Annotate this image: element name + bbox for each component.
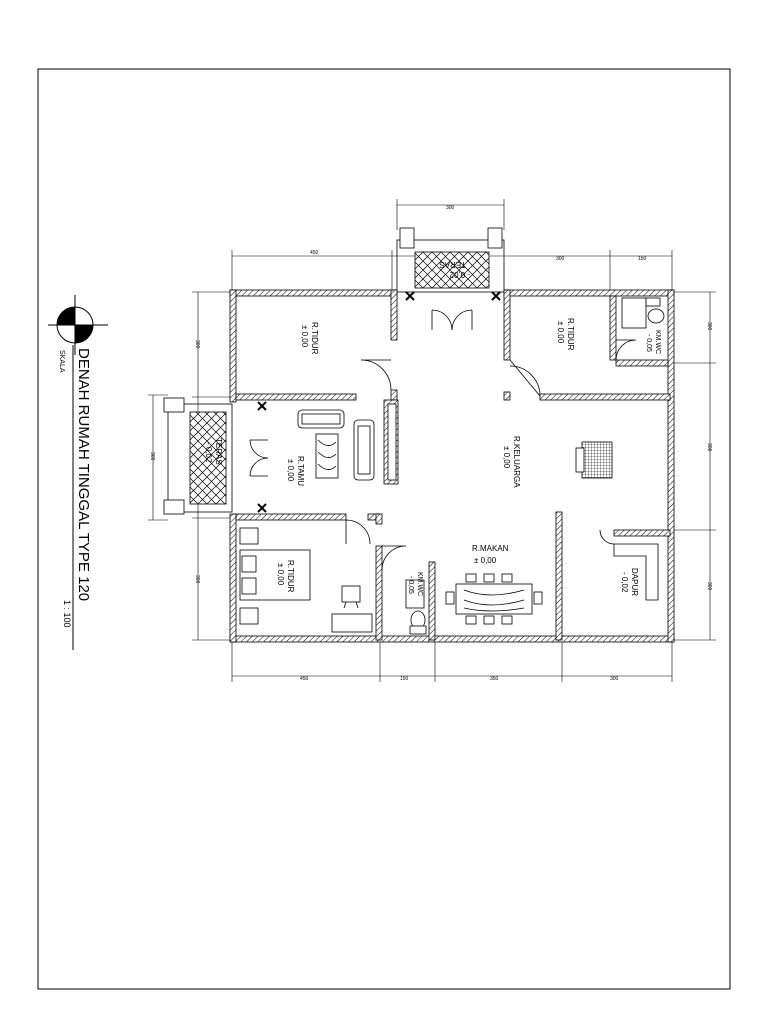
room-labels: R.TIDUR ± 0,00 R.TIDUR ± 0,00 R.TIDUR ± … (204, 318, 661, 596)
dimension-labels: 450 300 150 300 450 150 350 300 300 300 … (149, 205, 712, 682)
room-label-tidur-1: R.TIDUR (310, 322, 319, 355)
room-level-tamu: ± 0,00 (286, 459, 295, 482)
room-label-tidur-2: R.TIDUR (566, 318, 575, 351)
dim-bottom-2: 150 (400, 676, 409, 682)
dim-top-2: 300 (556, 256, 565, 262)
room-level-keluarga: ± 0,00 (502, 446, 511, 469)
room-level-kmwc-2: - 0,05 (645, 334, 652, 352)
walls (229, 289, 675, 643)
drawing-frame (37, 68, 731, 990)
dim-bottom-1: 450 (300, 676, 309, 682)
dim-right-1: 300 (706, 322, 712, 331)
room-level-tidur-3: ± 0,00 (276, 563, 285, 586)
room-label-teras-2: TERAS (439, 260, 466, 269)
furniture (239, 297, 665, 635)
dim-bottom-3: 350 (490, 676, 499, 682)
teras-top (396, 227, 505, 293)
room-level-kmwc-1: - 0,05 (407, 576, 414, 594)
room-label-makan: R.MAKAN (472, 544, 509, 553)
room-label-kmwc-2: KM.WC (654, 330, 661, 354)
column-markers (257, 291, 501, 513)
room-label-keluarga: R.KELUARGA (512, 436, 521, 488)
skala-label: SKALA (58, 350, 65, 373)
room-label-kmwc-1: KM.WC (416, 572, 423, 596)
dim-right-2: 300 (706, 443, 712, 452)
scale-value: 1 : 100 (62, 600, 72, 628)
room-label-tidur-3: R.TIDUR (286, 560, 295, 593)
room-level-makan: ± 0,00 (474, 556, 497, 565)
room-label-teras-1: TERAS (214, 438, 223, 465)
dim-left-3: 300 (194, 575, 200, 584)
dim-top-3: 150 (638, 256, 647, 262)
teras-left (163, 397, 233, 515)
room-level-teras-2: - 0,02 (449, 270, 470, 279)
room-level-tidur-1: ± 0,00 (300, 325, 309, 348)
dim-right-3: 300 (706, 582, 712, 591)
north-symbol (48, 295, 108, 355)
dim-left-1: 300 (194, 340, 200, 349)
dim-top-1: 450 (310, 250, 319, 256)
plan-title: DENAH RUMAH TINGGAL TYPE 120 (75, 348, 92, 601)
room-level-teras-1: - 0,02 (204, 442, 213, 463)
doors (249, 309, 637, 571)
dim-bottom-4: 300 (610, 676, 619, 682)
dimension-lines (148, 199, 716, 682)
dim-left-porch: 300 (149, 452, 155, 461)
room-level-dapur: - 0,02 (620, 572, 629, 593)
room-label-tamu: R.TAMU (296, 456, 305, 486)
dim-top-porch: 300 (446, 205, 455, 211)
room-label-dapur: DAPUR (630, 568, 639, 596)
room-level-tidur-2: ± 0,00 (556, 321, 565, 344)
